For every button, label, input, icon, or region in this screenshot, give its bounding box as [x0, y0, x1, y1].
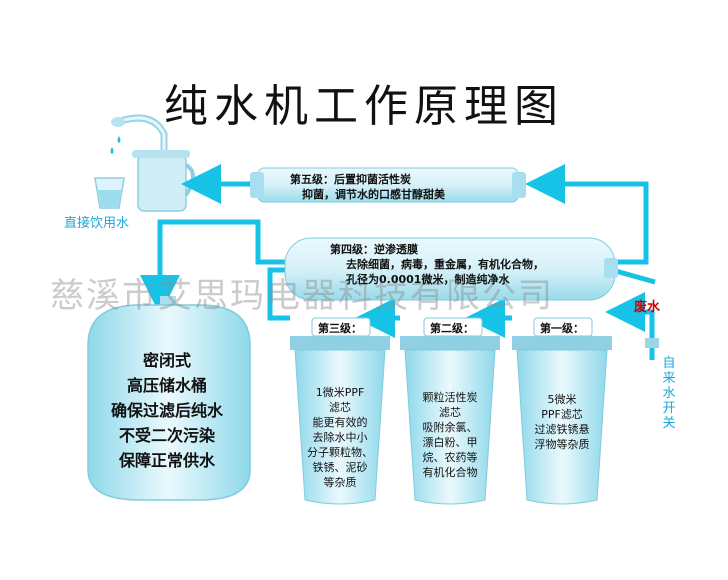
stage4-desc-2: 孔径为0.0001微米，制造纯净水	[346, 273, 510, 286]
filter3-description: 1微米PPF 滤芯 能更有效的 去除水中小 分子颗粒物、 铁锈、泥砂 等杂质	[307, 386, 373, 489]
stage5-filter	[250, 167, 526, 203]
cup-icon	[94, 177, 125, 209]
faucet-icon	[110, 114, 168, 156]
stage2-label: 第二级：	[430, 322, 474, 335]
waste-water-label: 废水	[634, 300, 661, 315]
tank-description: 密闭式 高压储水桶 确保过滤后纯水 不受二次污染 保障正常供水	[110, 351, 223, 470]
stage1-label: 第一级：	[540, 322, 584, 335]
stage3-label: 第三级：	[318, 322, 362, 335]
stage4-name: 第四级：逆渗透膜	[330, 243, 418, 256]
page-title: 纯水机工作原理图	[164, 81, 564, 132]
filter1-description: 5微米 PPF滤芯 过滤铁锈悬 浮物等杂质	[534, 393, 590, 451]
water-jug-icon	[132, 150, 195, 212]
filter-canister-2	[400, 336, 500, 505]
tap-valve-icon	[645, 338, 659, 348]
filter2-description: 颗粒活性炭 滤芯 吸附余氯、 漂白粉、甲 烷、农药等 有机化合物	[422, 391, 478, 479]
stage4-desc-1: 去除细菌，病毒，重金属，有机化合物，	[346, 258, 544, 271]
filter-canister-1	[512, 336, 612, 505]
stage4-membrane	[284, 237, 618, 301]
filter-canister-3	[290, 336, 390, 505]
stage5-desc: 抑菌，调节水的口感甘醇甜美	[302, 188, 445, 201]
tap-water-switch-label: 自来水开关	[662, 356, 676, 431]
storage-tank	[87, 296, 251, 501]
drinking-water-label: 直接饮用水	[64, 216, 130, 231]
water-pipes	[140, 164, 656, 360]
stage5-name: 第五级：后置抑菌活性炭	[290, 173, 411, 186]
